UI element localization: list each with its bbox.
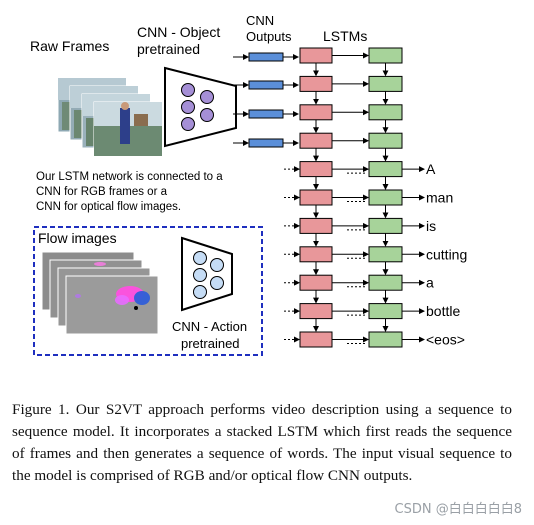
cnn-output-vector [248,109,284,119]
output-word: cutting [426,246,467,262]
cnn-outputs-label-line1: CNN [246,13,274,28]
lstm-cell-layer2 [368,161,403,178]
person-figure [120,108,130,144]
csdn-watermark: CSDN @白白白白白8 [394,502,522,517]
lstm-cell-layer2 [368,331,403,348]
lstm-cell-layer1 [299,217,333,234]
lstm-cell-layer2 [368,246,403,263]
lstm-cell-layer1 [299,161,333,178]
cnn-action-network [181,236,233,312]
lstm-cell-layer2 [368,132,403,149]
cnn-action-label-line2: pretrained [181,336,240,351]
figure-caption: Figure 1. Our S2VT approach performs vid… [12,401,512,484]
note-line-2: CNN for RGB frames or a [36,186,168,198]
flow-frame [65,262,159,335]
cnn-object-label-line1: CNN - Object [137,24,220,40]
lstm-cell-layer1 [299,132,333,149]
output-word: bottle [426,303,460,319]
note-line-3: CNN for optical flow images. [36,201,181,213]
cnn-object-label-line2: pretrained [137,41,200,57]
cnn-output-vector [248,80,284,90]
raw-frames-label: Raw Frames [30,38,109,54]
lstm-cell-layer1 [299,274,333,291]
lstm-cell-layer1 [299,47,333,64]
output-word: A [426,161,436,177]
raw-frames-stack [57,77,163,157]
note-line-1: Our LSTM network is connected to a [36,171,223,183]
lstm-cell-layer2 [368,189,403,206]
lstm-cell-layer2 [368,274,403,291]
lstm-cell-layer2 [368,104,403,121]
output-word: <eos> [426,332,465,348]
cnn-outputs-label-line2: Outputs [246,29,292,44]
lstm-cell-layer1 [299,189,333,206]
lstm-cell-layer2 [368,217,403,234]
cnn-outputs [233,52,299,148]
flow-images-panel: Flow images CNN - Action [33,226,263,356]
lstm-cell-layer1 [299,246,333,263]
cnn-object-network [164,66,237,148]
lstm-cell-layer2 [368,75,403,92]
cnn-output-vector [248,138,284,148]
flow-images-label: Flow images [38,230,117,246]
s2vt-architecture-diagram: Raw Frames CNN - Object pretrained CNN O… [30,13,467,356]
output-word: is [426,218,436,234]
lstm-cell-layer1 [299,104,333,121]
lstm-cell-layer2 [368,303,403,320]
lstm-cell-layer1 [299,303,333,320]
lstm-cell-layer2 [368,47,403,64]
output-word: man [426,190,453,206]
lstm-cell-layer1 [299,331,333,348]
cnn-action-label-line1: CNN - Action [172,319,247,334]
lstm-cell-layer1 [299,75,333,92]
frame-thumbnail [93,101,163,157]
lstms-label: LSTMs [323,28,367,44]
output-word: a [426,275,434,291]
cnn-output-vector [248,52,284,62]
